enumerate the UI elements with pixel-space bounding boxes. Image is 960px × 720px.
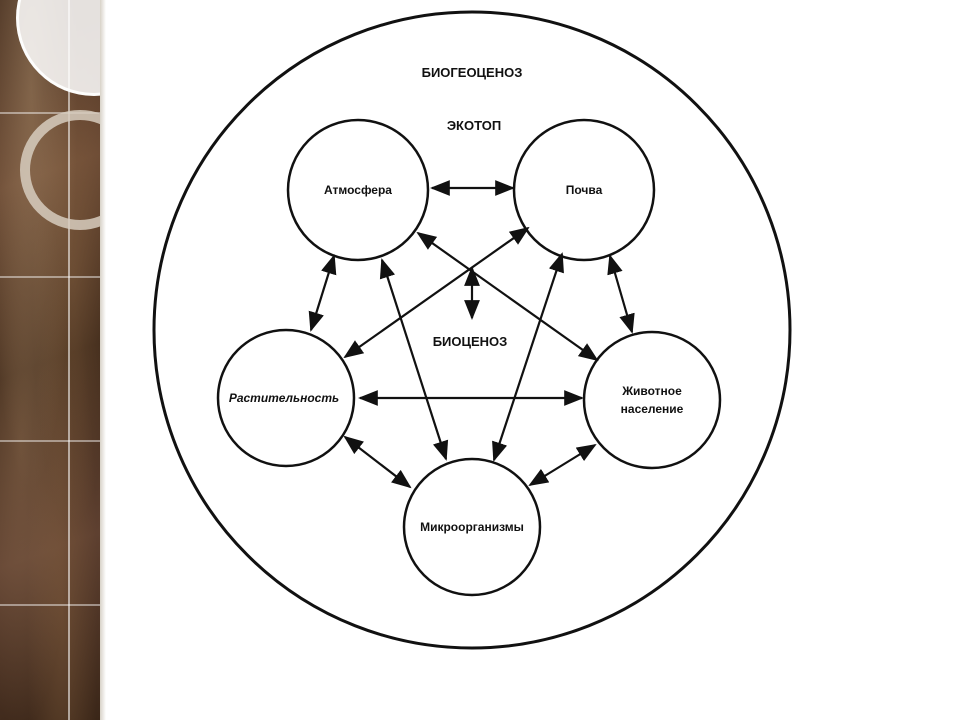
arrow-animals-microorganisms bbox=[528, 443, 597, 487]
arrow-vegetation-microorganisms bbox=[343, 435, 412, 489]
animals-circle bbox=[582, 330, 722, 470]
biogeocenosis-label: БИОГЕОЦЕНОЗ bbox=[422, 65, 523, 80]
biocenosis-label: БИОЦЕНОЗ bbox=[433, 334, 508, 349]
ecotope-label: ЭКОТОП bbox=[447, 118, 501, 133]
arrow-soil-animals bbox=[607, 254, 635, 334]
arrow-soil-vegetation bbox=[343, 226, 530, 359]
strip-line bbox=[0, 440, 104, 442]
strip-edge bbox=[100, 0, 106, 720]
soil-label: Почва bbox=[566, 183, 603, 197]
microorganisms-circle bbox=[402, 457, 542, 597]
microorganisms-label: Микроорганизмы bbox=[420, 520, 524, 534]
atmosphere-label: Атмосфера bbox=[324, 183, 392, 197]
strip-line bbox=[0, 604, 104, 606]
arrow-atmosphere-microorganisms bbox=[379, 258, 449, 461]
vegetation-label: Растительность bbox=[229, 391, 339, 405]
animals-label-line2: население bbox=[621, 402, 684, 416]
arrow-soil-microorganisms bbox=[492, 252, 564, 462]
strip-line bbox=[0, 112, 104, 114]
vegetation-circle bbox=[216, 328, 356, 468]
strip-line bbox=[0, 276, 104, 278]
decorative-ring bbox=[20, 110, 104, 230]
biogeocenosis-outer-circle bbox=[152, 10, 792, 650]
arrow-atmosphere-vegetation bbox=[308, 254, 337, 332]
animals-label-line1: Животное bbox=[621, 384, 682, 398]
